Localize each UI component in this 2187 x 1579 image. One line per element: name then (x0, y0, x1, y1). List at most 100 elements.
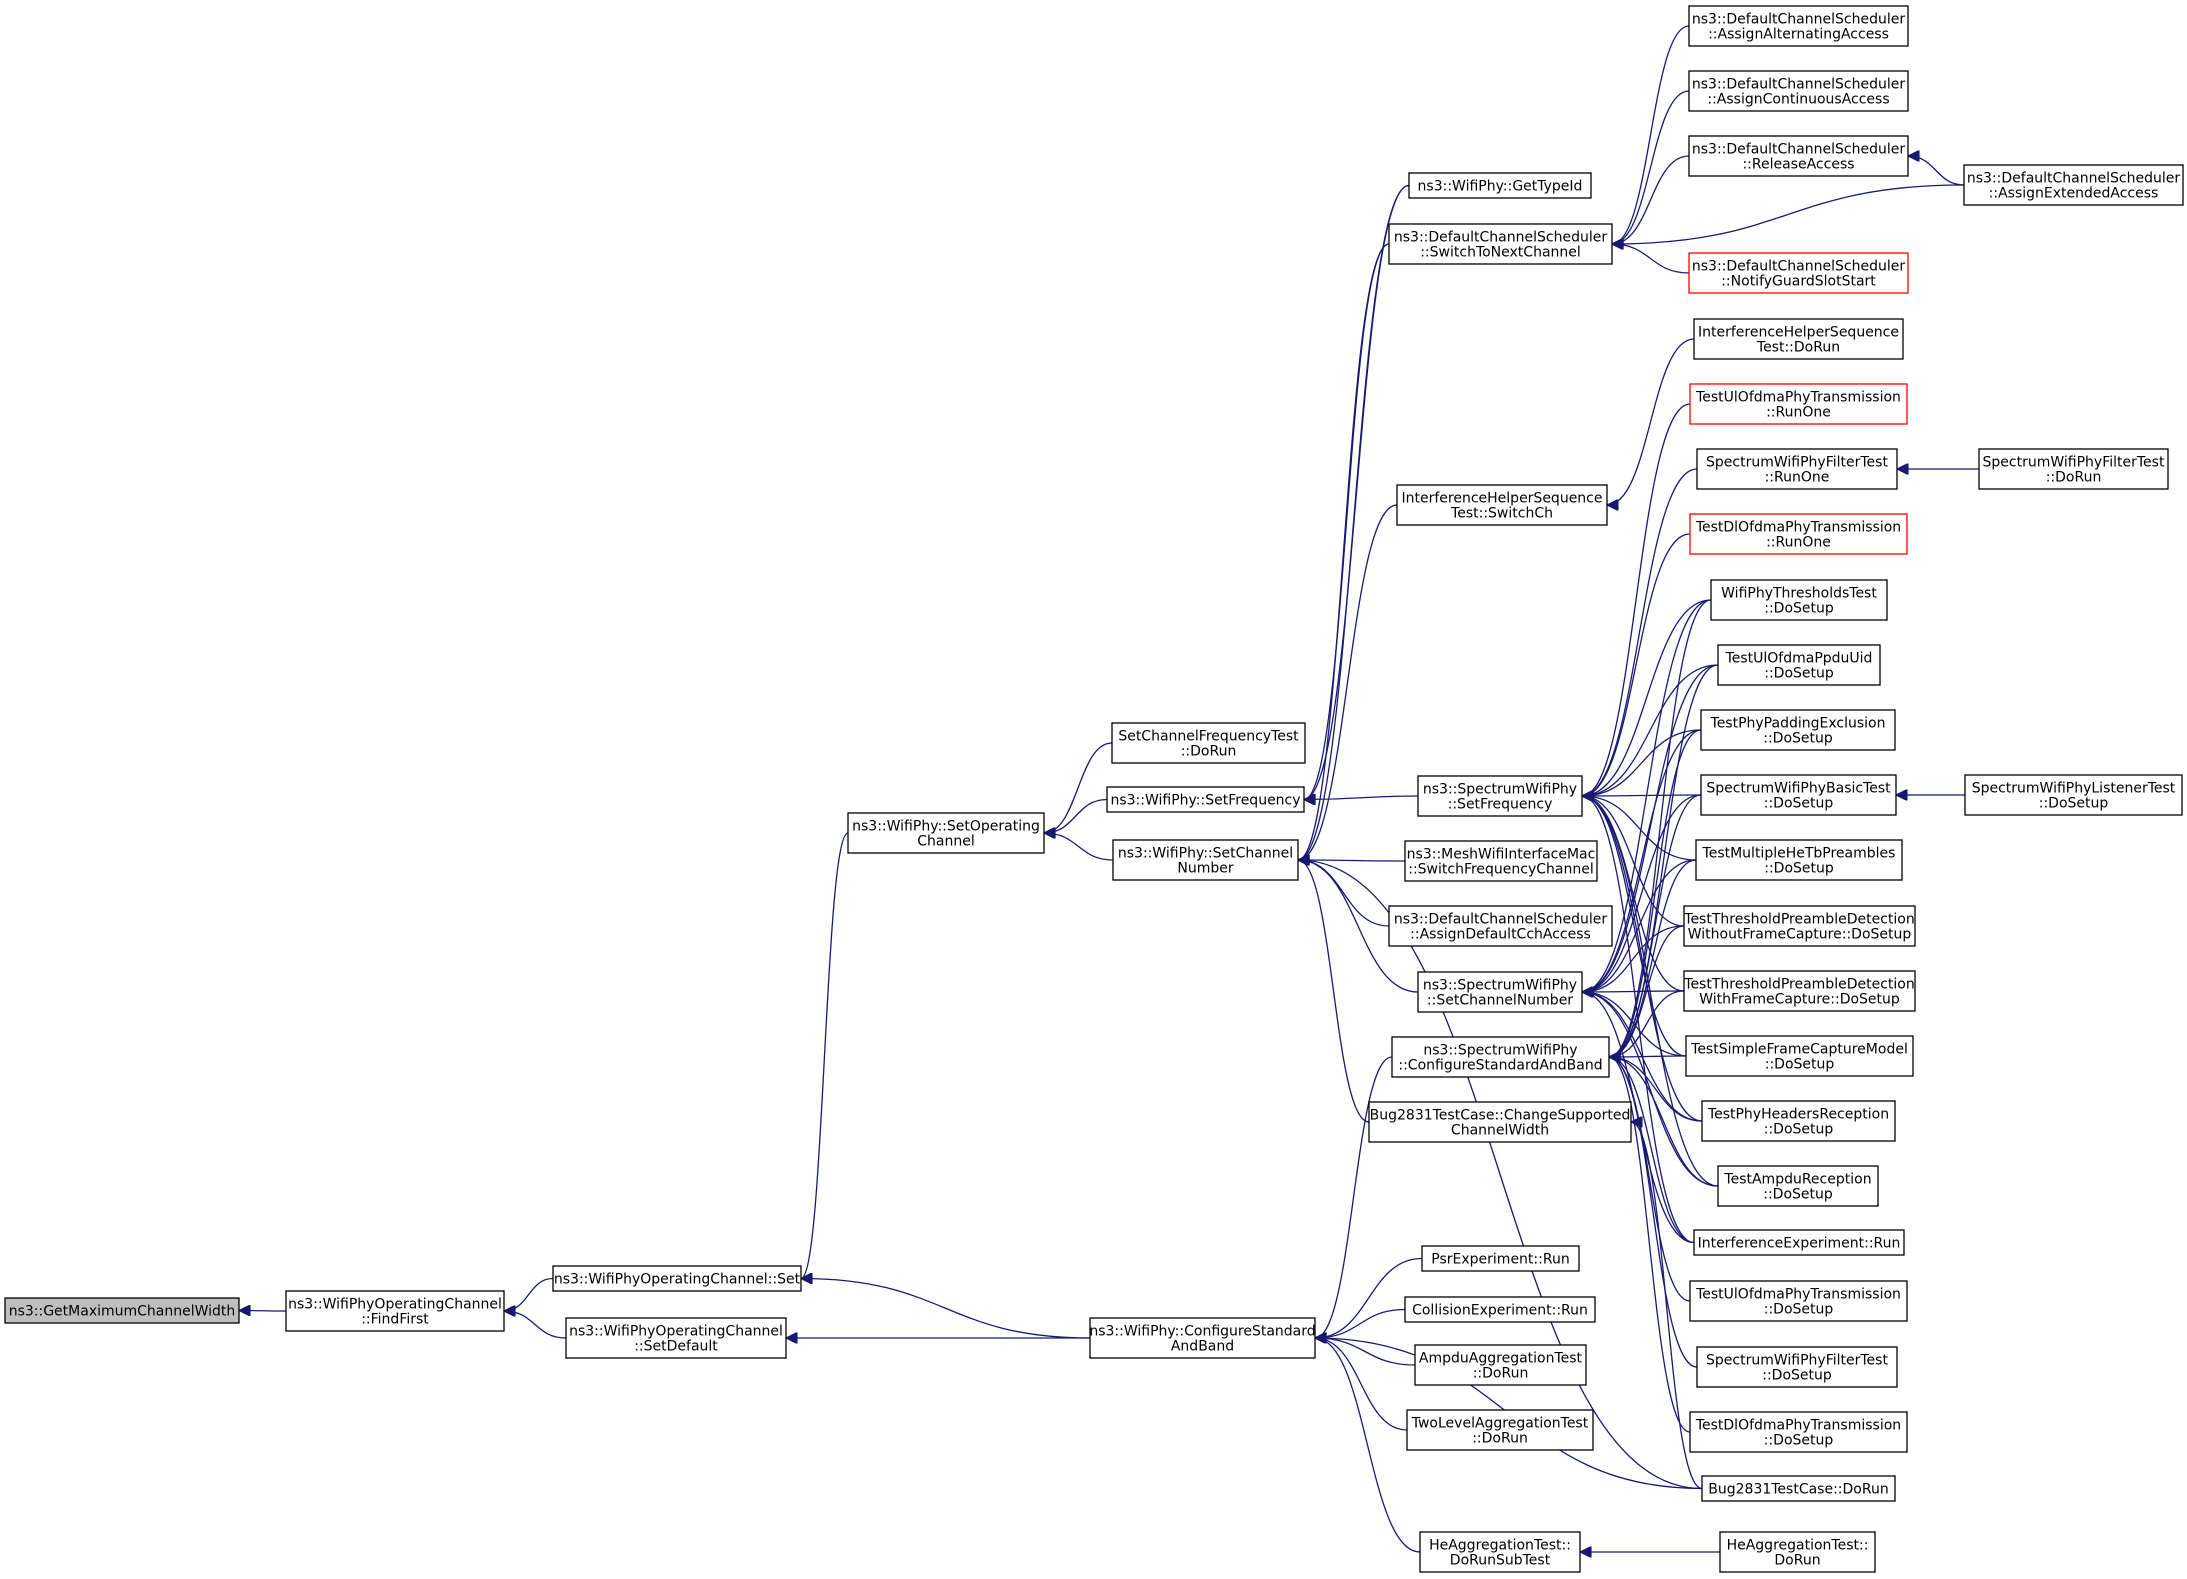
node-label-line: ns3::WifiPhy::SetChannel (1118, 846, 1293, 862)
graph-node-n3[interactable]: ns3::WifiPhyOperatingChannel::SetDefault (565, 1317, 787, 1359)
graph-node-n20[interactable]: AmpduAggregationTest::DoRun (1414, 1344, 1587, 1386)
graph-node-n29[interactable]: SpectrumWifiPhyFilterTest::RunOne (1696, 448, 1898, 490)
node-box (1421, 1245, 1580, 1272)
node-label-line: TestDlOfdmaPhyTransmission (1695, 1418, 1901, 1434)
node-label-line: TestThresholdPreambleDetection (1683, 977, 1914, 993)
edge-n27-to-n11 (1607, 338, 1695, 505)
graph-node-n38[interactable]: TestSimpleFrameCaptureModel::DoSetup (1685, 1035, 1914, 1077)
node-label-line: HeAggregationTest:: (1429, 1538, 1571, 1554)
graph-node-n16[interactable]: ns3::SpectrumWifiPhy::ConfigureStandardA… (1391, 1036, 1610, 1078)
node-label-line: ns3::WifiPhyOperatingChannel::Set (554, 1272, 801, 1288)
graph-node-n35[interactable]: TestMultipleHeTbPreambles::DoSetup (1695, 839, 1903, 881)
graph-node-n13[interactable]: ns3::MeshWifiInterfaceMac::SwitchFrequen… (1404, 840, 1598, 882)
node-box (4, 1297, 240, 1324)
graph-node-n17[interactable]: Bug2831TestCase::ChangeSupportedChannelW… (1368, 1101, 1632, 1143)
node-label-line: ::DoSetup (1764, 1122, 1834, 1138)
node-label-line: ns3::WifiPhy::ConfigureStandard (1089, 1324, 1315, 1340)
node-label-line: ::AssignExtendedAccess (1989, 186, 2159, 202)
graph-node-n47[interactable]: ns3::DefaultChannelScheduler::AssignExte… (1963, 164, 2184, 206)
node-label-line: ::SetFrequency (1448, 797, 1553, 813)
graph-node-n42[interactable]: TestUlOfdmaPhyTransmission::DoSetup (1689, 1280, 1908, 1322)
graph-node-n5[interactable]: ns3::WifiPhy::ConfigureStandardAndBand (1089, 1317, 1316, 1359)
node-box (1112, 839, 1299, 881)
graph-node-n15[interactable]: ns3::SpectrumWifiPhy::SetChannelNumber (1417, 971, 1583, 1013)
graph-node-n19[interactable]: CollisionExperiment::Run (1404, 1296, 1596, 1323)
node-label-line: SpectrumWifiPhyListenerTest (1972, 781, 2176, 797)
node-box (1963, 164, 2184, 206)
graph-node-n1[interactable]: ns3::WifiPhyOperatingChannel::FindFirst (285, 1290, 505, 1332)
graph-node-n41[interactable]: InterferenceExperiment::Run (1693, 1229, 1905, 1256)
graph-node-n32[interactable]: TestUlOfdmaPpduUid::DoSetup (1717, 644, 1881, 686)
edge-n18-to-n5 (1315, 1257, 1423, 1339)
graph-node-n45[interactable]: Bug2831TestCase::DoRun (1701, 1475, 1896, 1502)
node-label-line: TestUlOfdmaPpduUid (1725, 651, 1873, 667)
graph-node-n8[interactable]: ns3::WifiPhy::SetChannelNumber (1112, 839, 1299, 881)
node-box (1688, 70, 1909, 112)
graph-node-n30[interactable]: TestDlOfdmaPhyTransmission::RunOne (1689, 513, 1908, 555)
graph-node-n40[interactable]: TestAmpduReception::DoSetup (1717, 1165, 1879, 1207)
node-label-line: ::DoSetup (1762, 1368, 1832, 1384)
graph-node-n0[interactable]: ns3::GetMaximumChannelWidth (4, 1297, 240, 1324)
node-label-line: ::DoRun (2046, 470, 2102, 486)
graph-node-n14[interactable]: ns3::DefaultChannelScheduler::AssignDefa… (1388, 905, 1613, 947)
edge-n21-to-n5 (1315, 1338, 1408, 1431)
graph-node-n37[interactable]: TestThresholdPreambleDetectionWithFrameC… (1683, 970, 1916, 1012)
node-label-line: ns3::SpectrumWifiPhy (1423, 978, 1577, 994)
node-label-line: InterferenceHelperSequence (1402, 491, 1603, 507)
edge-n40-to-n15 (1582, 992, 1719, 1187)
node-box (1688, 252, 1909, 294)
edge-n35-to-n15 (1582, 859, 1697, 992)
node-box (1719, 1531, 1876, 1573)
edge-n20-to-n5 (1315, 1338, 1416, 1366)
graph-node-n24[interactable]: ns3::DefaultChannelScheduler::AssignCont… (1688, 70, 1909, 112)
graph-node-n39[interactable]: TestPhyHeadersReception::DoSetup (1701, 1100, 1896, 1142)
graph-node-n12[interactable]: ns3::SpectrumWifiPhy::SetFrequency (1417, 775, 1583, 817)
graph-node-n22[interactable]: HeAggregationTest::DoRunSubTest (1419, 1531, 1581, 1573)
graph-node-n10[interactable]: ns3::DefaultChannelScheduler::SwitchToNe… (1388, 223, 1613, 265)
edge-n39-to-n16 (1609, 1057, 1703, 1122)
node-label-line: Test::DoRun (1756, 340, 1840, 356)
graph-node-n48[interactable]: SpectrumWifiPhyFilterTest::DoRun (1978, 448, 2169, 490)
graph-node-n33[interactable]: TestPhyPaddingExclusion::DoSetup (1700, 709, 1896, 751)
graph-node-n23[interactable]: ns3::DefaultChannelScheduler::AssignAlte… (1688, 5, 1909, 47)
node-label-line: TestUlOfdmaPhyTransmission (1695, 1287, 1901, 1303)
graph-node-n21[interactable]: TwoLevelAggregationTest::DoRun (1406, 1409, 1594, 1451)
node-label-line: WithFrameCapture::DoSetup (1699, 992, 1900, 1008)
edge-n28-to-n12 (1582, 403, 1691, 796)
edge-n8-to-n4 (1044, 833, 1114, 861)
edge-n1-to-n0 (239, 1311, 287, 1312)
edge-n36-to-n15 (1582, 925, 1685, 992)
graph-node-n28[interactable]: TestUlOfdmaPhyTransmission::RunOne (1689, 383, 1908, 425)
graph-node-n2[interactable]: ns3::WifiPhyOperatingChannel::Set (552, 1265, 802, 1292)
graph-node-n18[interactable]: PsrExperiment::Run (1421, 1245, 1580, 1272)
node-box (1404, 1296, 1596, 1323)
edge-n6-to-n4 (1044, 742, 1113, 833)
edge-n15-to-n8 (1298, 860, 1419, 993)
graph-node-n6[interactable]: SetChannelFrequencyTest::DoRun (1111, 722, 1306, 764)
node-box (1964, 774, 2183, 816)
graph-node-n7[interactable]: ns3::WifiPhy::SetFrequency (1106, 786, 1305, 813)
node-box (1419, 1531, 1581, 1573)
graph-node-n36[interactable]: TestThresholdPreambleDetectionWithoutFra… (1683, 905, 1916, 947)
graph-node-n31[interactable]: WifiPhyThresholdsTest::DoSetup (1710, 579, 1888, 621)
graph-node-n9[interactable]: ns3::WifiPhy::GetTypeId (1408, 172, 1592, 199)
graph-node-n44[interactable]: TestDlOfdmaPhyTransmission::DoSetup (1689, 1411, 1908, 1453)
node-box (1696, 448, 1898, 490)
node-box (1683, 970, 1916, 1012)
node-label-line: AndBand (1171, 1339, 1234, 1355)
graph-node-n46[interactable]: HeAggregationTest::DoRun (1719, 1531, 1876, 1573)
graph-node-n43[interactable]: SpectrumWifiPhyFilterTest::DoSetup (1696, 1346, 1898, 1388)
graph-node-n26[interactable]: ns3::DefaultChannelScheduler::NotifyGuar… (1688, 252, 1909, 294)
node-box (1689, 1411, 1908, 1453)
edge-n47-to-n25 (1908, 156, 1965, 186)
node-box (1701, 1475, 1896, 1502)
node-box (1408, 172, 1592, 199)
graph-node-n25[interactable]: ns3::DefaultChannelScheduler::ReleaseAcc… (1688, 135, 1909, 177)
node-box (1685, 1035, 1914, 1077)
graph-node-n34[interactable]: SpectrumWifiPhyBasicTest::DoSetup (1700, 774, 1897, 816)
graph-node-n49[interactable]: SpectrumWifiPhyListenerTest::DoSetup (1964, 774, 2183, 816)
node-label-line: ::DoSetup (1765, 1057, 1835, 1073)
